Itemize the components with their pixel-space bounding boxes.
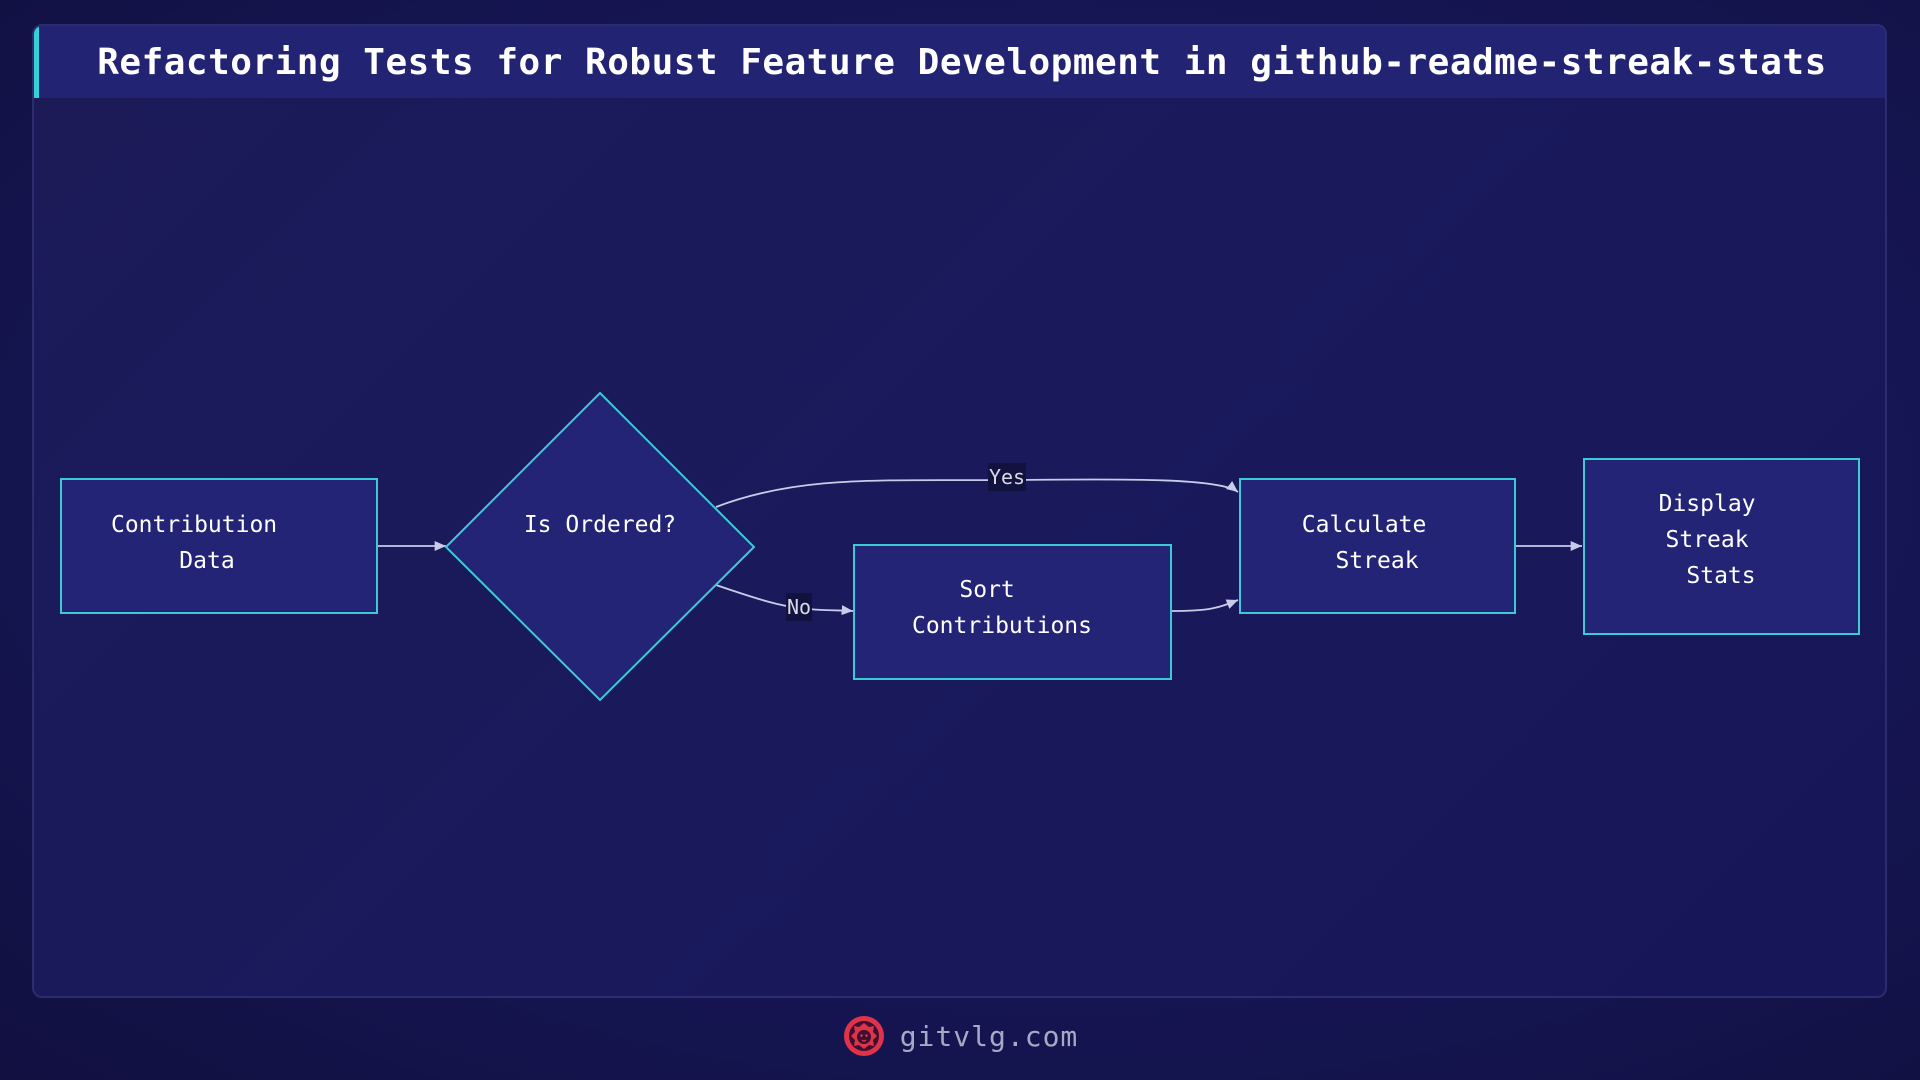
node-is-ordered-label: Is Ordered? <box>524 512 676 538</box>
node-calculate-streak-line-2: Streak <box>1335 548 1418 574</box>
svg-text:Sort Contributions: Sort Contributions <box>912 577 1092 639</box>
footer-site-link[interactable]: gitvlg.com <box>899 1019 1079 1053</box>
footer: gitvlg.com <box>0 1010 1920 1062</box>
node-contribution-data: Contribution Data <box>60 478 378 614</box>
node-contribution-data-line-1: Contribution <box>111 512 277 538</box>
edge-sort-to-calculate <box>1171 599 1239 612</box>
svg-text:Calculate Streak: Calculate Streak <box>1302 512 1440 574</box>
lion-logo-icon <box>843 1016 884 1056</box>
node-sort-contributions-line-2: Contributions <box>912 613 1092 639</box>
edge-label-yes: Yes <box>988 463 1026 491</box>
node-is-ordered: Is Ordered? <box>444 391 756 702</box>
svg-text:Is Ordered?: Is Ordered? <box>524 512 676 538</box>
svg-text:Display Streak: Display Streak Stats <box>1659 491 1770 589</box>
edge-label-no-text: No <box>787 595 811 619</box>
title-bar: Refactoring Tests for Robust Feature Dev… <box>34 26 1885 98</box>
node-sort-contributions: Sort Contributions <box>853 544 1172 680</box>
node-display-line-3: Stats <box>1686 563 1755 589</box>
edge-label-no: No <box>786 593 812 621</box>
node-sort-contributions-line-1: Sort <box>959 577 1014 603</box>
node-display-streak-stats: Display Streak Stats <box>1583 458 1860 635</box>
node-display-line-2: Streak <box>1666 527 1749 553</box>
edge-no <box>715 584 854 616</box>
node-contribution-data-line-2: Data <box>179 548 234 574</box>
svg-text:Contribution Data: Contribution Data <box>111 512 291 574</box>
node-display-line-1: Display <box>1659 491 1756 517</box>
page-title: Refactoring Tests for Robust Feature Dev… <box>97 41 1827 83</box>
node-calculate-streak: Calculate Streak <box>1239 478 1516 614</box>
edge-yes <box>715 478 1239 508</box>
node-calculate-streak-line-1: Calculate <box>1302 512 1427 538</box>
edge-label-yes-text: Yes <box>989 465 1025 489</box>
